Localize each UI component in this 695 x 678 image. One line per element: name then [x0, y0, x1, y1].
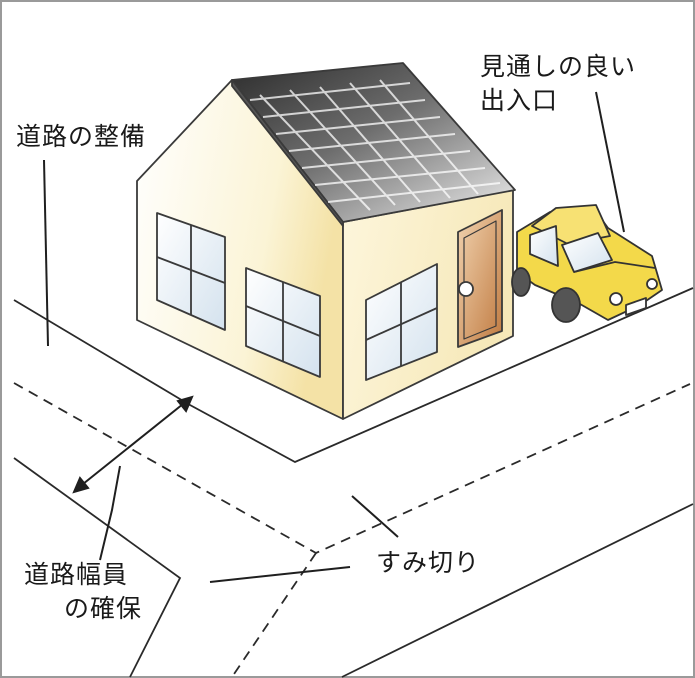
- road-center-lines: [13, 382, 691, 678]
- center-line-lower: [231, 552, 317, 678]
- car-wheel-back: [511, 267, 531, 297]
- roof-shingle-lines: [249, 79, 501, 211]
- car-headlight-right: [646, 278, 658, 290]
- car-headlight-left: [609, 292, 623, 306]
- lower-road-right-edge: [341, 503, 694, 678]
- leader-road-maintenance: [43, 159, 49, 347]
- label-road-maintenance-text: 道路の整備: [16, 122, 147, 151]
- lower-road-left-edge: [13, 457, 182, 678]
- leader-width-to-corner: [209, 566, 351, 583]
- leader-visibility: [595, 91, 625, 233]
- label-corner-cut: すみ切り: [376, 546, 480, 580]
- label-corner-cut-text: すみ切り: [376, 548, 481, 577]
- leader-road-width: [99, 465, 121, 561]
- car-windshield: [561, 232, 613, 273]
- door-knob-icon: [458, 281, 474, 297]
- car-license-plate: [625, 297, 647, 316]
- leader-corner-cut: [351, 495, 399, 538]
- window-front-right: [245, 267, 321, 378]
- upper-road-edge: [13, 287, 694, 464]
- label-road-maintenance: 道路の整備: [16, 120, 146, 154]
- car-wheel-front: [551, 287, 581, 323]
- house-illustration: [136, 62, 516, 420]
- road-edges: [13, 287, 694, 678]
- label-road-width: 道路幅員 の確保: [24, 558, 142, 626]
- house-door: [457, 209, 503, 348]
- car-side-window: [529, 225, 559, 267]
- label-road-width-line2: の確保: [64, 594, 143, 623]
- leader-lines: [43, 91, 625, 583]
- car-illustration: [511, 204, 663, 323]
- window-side: [365, 263, 438, 381]
- window-front-left: [156, 212, 226, 331]
- label-visibility: 見通しの良い 出入口: [480, 50, 636, 118]
- label-visibility-line2: 出入口: [480, 86, 559, 115]
- label-road-width-line1: 道路幅員: [24, 560, 129, 589]
- house-roof-edge: [231, 79, 344, 227]
- double-arrow-icon: [72, 395, 194, 494]
- label-visibility-line1: 見通しの良い: [480, 52, 637, 81]
